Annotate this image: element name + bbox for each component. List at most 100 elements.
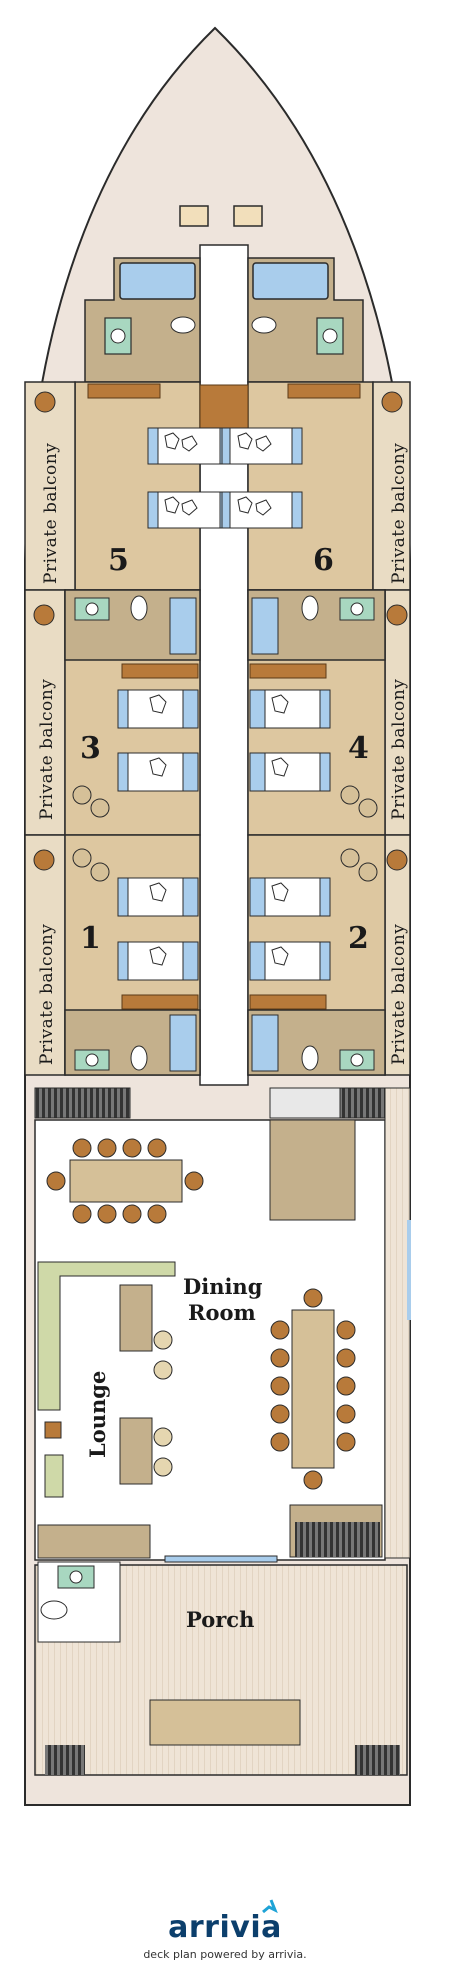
coffee-table	[119, 1284, 153, 1352]
cabin-number-4: 4	[348, 731, 369, 766]
balcony-label-1: Private balcony	[37, 924, 57, 1065]
dining-table-upper	[46, 1138, 204, 1224]
bathtub-icon	[119, 262, 196, 300]
bed-4b	[249, 752, 331, 792]
cabin-6	[247, 381, 374, 591]
counter	[37, 1524, 151, 1559]
bed-1a	[117, 877, 199, 917]
bed-5a	[147, 427, 229, 465]
landing	[269, 1087, 341, 1119]
powered-by-note: deck plan powered by arrivia.	[143, 1948, 306, 1961]
bed-2a	[249, 877, 331, 917]
bathtub-icon	[252, 262, 329, 300]
dining-room-label-line2: Room	[188, 1300, 256, 1325]
table-icon	[33, 849, 55, 871]
table-icon	[386, 604, 408, 626]
dining-table-lower	[270, 1288, 356, 1490]
porch-label: Porch	[186, 1607, 254, 1632]
coffee-table	[119, 1417, 153, 1485]
bed-1b	[117, 941, 199, 981]
balconies: Private balcony Private balcony Private …	[24, 381, 411, 1076]
shower-icon	[251, 597, 279, 655]
cabins-5-6: 5 6	[74, 257, 374, 591]
pouf-icon	[153, 1457, 173, 1477]
branding: arrivia deck plan powered by arrivia.	[143, 1899, 307, 1961]
bed-5b	[147, 491, 229, 529]
dining-lounge: Dining Room Lounge	[34, 1087, 411, 1563]
table-icon	[34, 391, 56, 413]
table-icon	[381, 391, 403, 413]
balcony-6	[372, 381, 411, 591]
cabin-number-5: 5	[108, 543, 129, 578]
armchair-icon	[358, 862, 378, 882]
balcony-3	[24, 589, 66, 836]
transom	[149, 1699, 301, 1746]
balcony-label-4: Private balcony	[389, 679, 409, 820]
logo-checkmark-icon	[262, 1899, 278, 1914]
sofa	[37, 1261, 176, 1411]
shower-icon	[169, 1014, 197, 1072]
sink-icon	[316, 317, 344, 355]
armchair-icon	[340, 848, 360, 868]
bed-3a	[117, 689, 199, 729]
side-table	[44, 1421, 62, 1439]
bed-4a	[249, 689, 331, 729]
bed-2b	[249, 941, 331, 981]
wardrobe	[121, 663, 199, 679]
stairs	[355, 1745, 400, 1775]
window	[164, 1555, 278, 1563]
shower-icon	[169, 597, 197, 655]
armchair-icon	[44, 1454, 64, 1498]
armchair-icon	[90, 798, 110, 818]
toilet-icon	[130, 1045, 148, 1071]
wardrobe	[121, 994, 199, 1010]
arrivia-logo: arrivia	[168, 1910, 282, 1945]
window	[407, 1220, 411, 1320]
skylight	[179, 205, 209, 227]
pouf-icon	[153, 1360, 173, 1380]
balcony-label-3: Private balcony	[37, 679, 57, 820]
armchair-icon	[72, 848, 92, 868]
toilet-icon	[301, 595, 319, 621]
toilet-icon	[301, 1045, 319, 1071]
side-deck	[384, 1087, 411, 1559]
armchair-icon	[358, 798, 378, 818]
balcony-label-2: Private balcony	[389, 924, 409, 1065]
balcony-1	[24, 834, 66, 1076]
armchair-icon	[72, 785, 92, 805]
bed-6b	[221, 491, 303, 529]
skylight	[233, 205, 263, 227]
armchair-icon	[340, 785, 360, 805]
corridor	[199, 244, 249, 1086]
toilet-icon	[170, 316, 196, 334]
toilet-icon	[251, 316, 277, 334]
stairs	[45, 1745, 85, 1775]
cabins-1-2: 1 2	[64, 834, 386, 1076]
pouf-icon	[153, 1330, 173, 1350]
shower-icon	[251, 1014, 279, 1072]
bed-6a	[221, 427, 303, 465]
cabin-5	[74, 381, 201, 591]
stairs	[295, 1522, 380, 1557]
cabins-3-4: 3 4	[64, 589, 386, 836]
wardrobe	[287, 383, 361, 399]
wardrobe	[249, 994, 327, 1010]
dresser	[199, 384, 249, 432]
balcony-label-5: Private balcony	[41, 443, 61, 584]
pouf-icon	[153, 1427, 173, 1447]
bed-3b	[117, 752, 199, 792]
galley-counter	[269, 1119, 356, 1221]
cabin-number-3: 3	[80, 731, 101, 766]
cabin-number-1: 1	[80, 921, 101, 956]
toilet-icon	[130, 595, 148, 621]
dining-room-label-line1: Dining	[183, 1274, 263, 1299]
lounge-label: Lounge	[85, 1371, 110, 1458]
balcony-label-6: Private balcony	[389, 443, 409, 584]
table-icon	[386, 849, 408, 871]
cabin-number-6: 6	[313, 543, 334, 578]
wardrobe	[249, 663, 327, 679]
balcony-4	[384, 589, 411, 836]
wardrobe	[87, 383, 161, 399]
armchair-icon	[90, 862, 110, 882]
